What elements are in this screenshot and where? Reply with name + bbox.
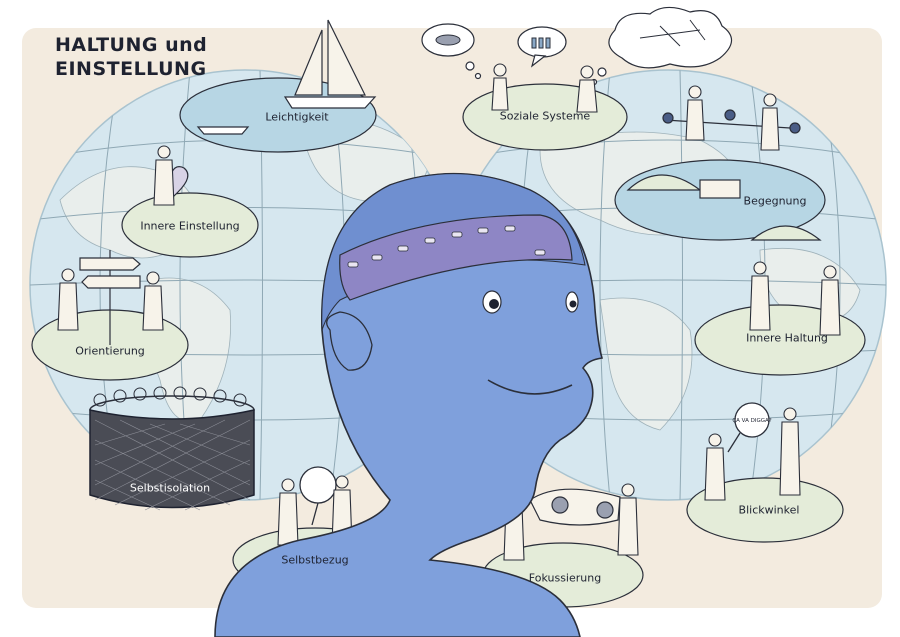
label-begegnung: Begegnung (743, 194, 807, 208)
label-leichtigkeit: Leichtigkeit (265, 110, 329, 124)
sailboat-icon (196, 19, 377, 135)
label-innere-haltung: Innere Haltung (746, 331, 828, 345)
bridge-icon (626, 109, 822, 241)
central-head (214, 172, 604, 637)
label-soziale-systeme: Soziale Systeme (499, 109, 591, 123)
signpost-icon (79, 250, 141, 345)
bubble-contents (435, 19, 706, 49)
speech-bubble-text: ÇA VA DIGGA? (732, 418, 771, 424)
label-orientierung: Orientierung (75, 344, 145, 358)
fence-cage-icon (89, 386, 255, 511)
label-selbstisolation: Selbstisolation (129, 481, 211, 495)
page-title: HALTUNG und EINSTELLUNG (55, 33, 207, 81)
people-figures (57, 63, 841, 561)
label-blickwinkel: Blickwinkel (738, 503, 800, 517)
mirror-icon (299, 466, 337, 526)
title-line-2: EINSTELLUNG (55, 58, 207, 80)
label-fokussierung: Fokussierung (528, 571, 602, 585)
label-innere-einstellung: Innere Einstellung (140, 219, 240, 233)
binoculars-icon (529, 488, 621, 526)
title-line-1: HALTUNG und (55, 34, 208, 56)
label-selbstbezug: Selbstbezug (281, 553, 349, 567)
magnifier-icon (727, 402, 770, 453)
